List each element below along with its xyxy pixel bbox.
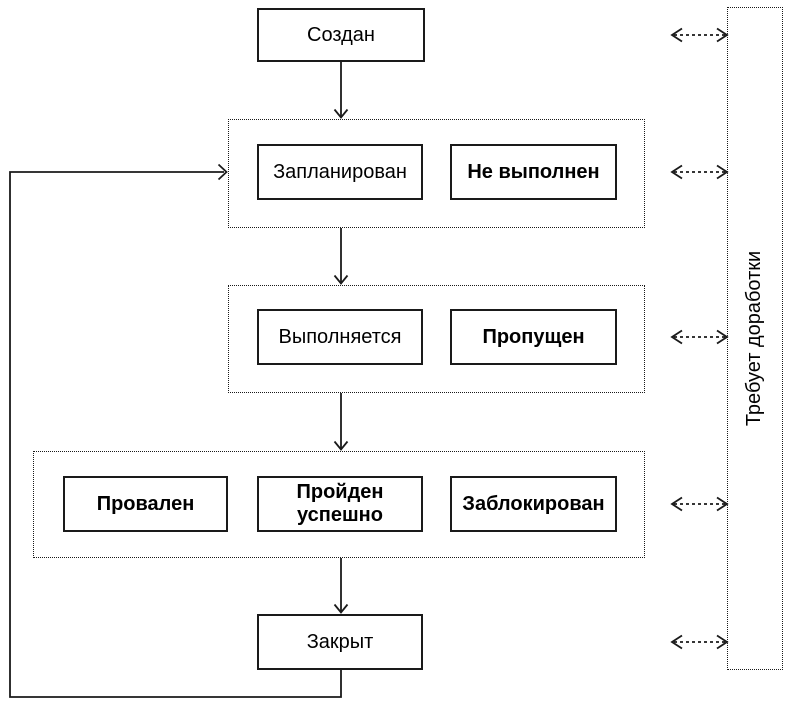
- rework-double-arrow-closed: [670, 634, 729, 650]
- node-rework: Требует доработки: [727, 7, 783, 670]
- group-planned-states: [228, 119, 645, 228]
- rework-double-arrow-planned: [670, 164, 729, 180]
- node-rework-label: Требует доработки: [743, 250, 766, 427]
- node-failed: Провален: [63, 476, 228, 532]
- arrow-results-to-closed-group: [333, 558, 349, 614]
- rework-double-arrow-results: [670, 496, 729, 512]
- node-not-executed-label: Не выполнен: [467, 160, 600, 183]
- node-created-label: Создан: [307, 23, 375, 46]
- node-failed-label: Провален: [96, 492, 195, 515]
- arrow-created-to-planned-group: [333, 62, 349, 119]
- arrow-closed-to-planned-loop: [9, 163, 342, 698]
- node-planned-label: Запланирован: [273, 160, 407, 183]
- node-not-executed: Не выполнен: [450, 144, 617, 200]
- node-passed-label: Пройден успешно: [296, 481, 384, 526]
- node-in-progress-label: Выполняется: [278, 325, 402, 348]
- node-created: Создан: [257, 8, 425, 62]
- arrow-inprogress-to-results-group: [333, 393, 349, 451]
- node-passed: Пройден успешно: [257, 476, 423, 532]
- node-skipped: Пропущен: [450, 309, 617, 365]
- group-inprogress-states: [228, 285, 645, 393]
- node-planned: Запланирован: [257, 144, 423, 200]
- node-in-progress: Выполняется: [257, 309, 423, 365]
- rework-double-arrow-created: [670, 27, 729, 43]
- rework-double-arrow-inprogress: [670, 329, 729, 345]
- node-blocked-label: Заблокирован: [462, 492, 605, 515]
- node-blocked: Заблокирован: [450, 476, 617, 532]
- group-result-states: [33, 451, 645, 558]
- node-closed-label: Закрыт: [306, 630, 374, 653]
- arrow-planned-to-inprogress-group: [333, 228, 349, 285]
- node-skipped-label: Пропущен: [482, 325, 585, 348]
- node-closed: Закрыт: [257, 614, 423, 670]
